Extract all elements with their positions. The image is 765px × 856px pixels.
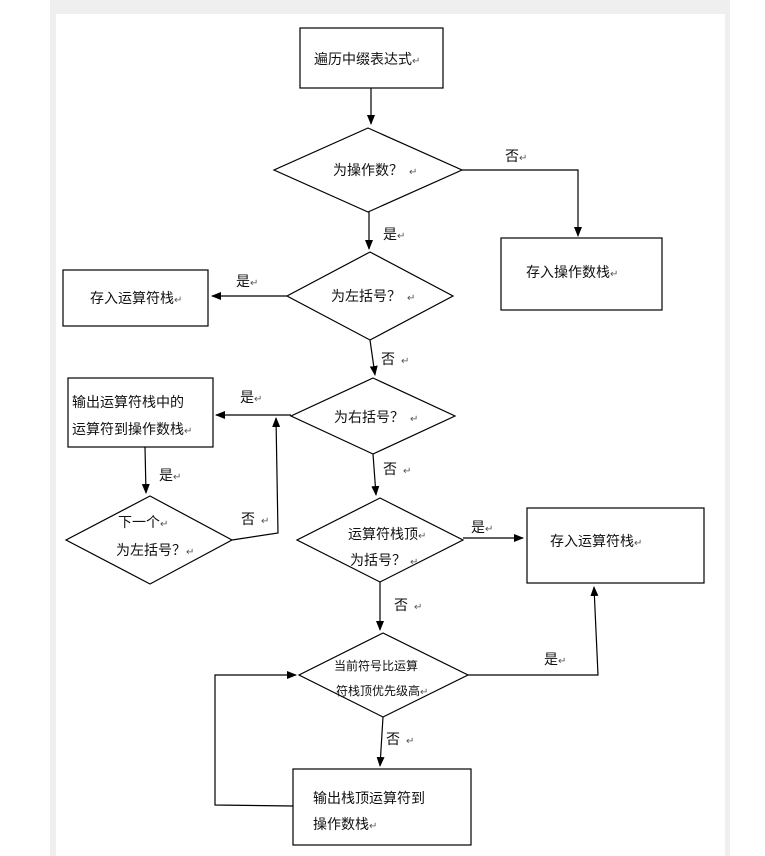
start-box	[299, 27, 444, 89]
start-label: 遍历中缀表达式↵	[314, 52, 420, 68]
edge-label-yes-4: 是↵	[159, 468, 181, 484]
right-label: 为右括号？↵	[334, 410, 418, 426]
top-bracket-label-1: 运算符栈顶↵	[348, 527, 426, 543]
edge-label-yes-2: 是↵	[236, 274, 258, 290]
edge-label-no-1: 否↵	[505, 149, 527, 165]
edge-next-no	[231, 417, 281, 541]
push-op-1-label: 存入运算符栈↵	[90, 291, 182, 307]
edge-operand-no	[462, 169, 582, 237]
edge-left-no	[369, 339, 378, 376]
out-until-label-2: 运算符到操作数栈↵	[72, 422, 192, 438]
operand-label: 为操作数？↵	[333, 163, 417, 179]
edge-priority-yes	[468, 586, 599, 676]
push-op-2-label: 存入运算符栈↵	[550, 534, 642, 550]
edge-label-yes-3: 是↵	[240, 390, 262, 406]
decision-priority	[297, 632, 470, 718]
priority-label-1: 当前符号比运算	[334, 658, 418, 673]
output-top-box	[292, 768, 472, 846]
edge-label-no-4: 否↵	[241, 512, 269, 528]
out-until-label-1: 输出运算符栈中的	[72, 395, 184, 411]
edge-label-yes-6: 是↵	[544, 652, 566, 668]
edge-label-yes-1: 是↵	[383, 227, 405, 243]
edge-priority-no	[376, 716, 385, 767]
edge-label-yes-5: 是↵	[471, 520, 493, 536]
push-operand-box	[500, 237, 663, 311]
top-bracket-label-2: 为括号？↵	[350, 553, 418, 569]
next-left-label-2: 为左括号？↵	[116, 543, 194, 559]
out-top-label-1: 输出栈顶运算符到	[313, 791, 425, 807]
page-margin	[0, 0, 50, 856]
edge-loop-back	[214, 671, 297, 807]
edge-label-no-5: 否↵	[394, 598, 422, 614]
edge-label-no-3: 否↵	[383, 462, 411, 478]
push-operand-label: 存入操作数栈↵	[526, 265, 618, 281]
edge-output-to-next	[141, 446, 150, 494]
out-top-label-2: 操作数栈↵	[313, 817, 377, 833]
edge-right-no	[371, 453, 380, 496]
left-label: 为左括号？↵	[331, 289, 415, 305]
next-left-label-1: 下一个↵	[118, 515, 168, 531]
output-until-box	[67, 377, 214, 448]
edge-label-no-2: 否↵	[381, 352, 409, 368]
push-operator-box-1	[62, 269, 209, 327]
decision-operand	[272, 127, 464, 213]
decision-next-left	[64, 495, 234, 585]
edge-label-no-6: 否↵	[386, 732, 414, 748]
push-operator-box-2	[526, 507, 705, 584]
priority-label-2: 符栈顶优先级高↵	[336, 683, 428, 698]
